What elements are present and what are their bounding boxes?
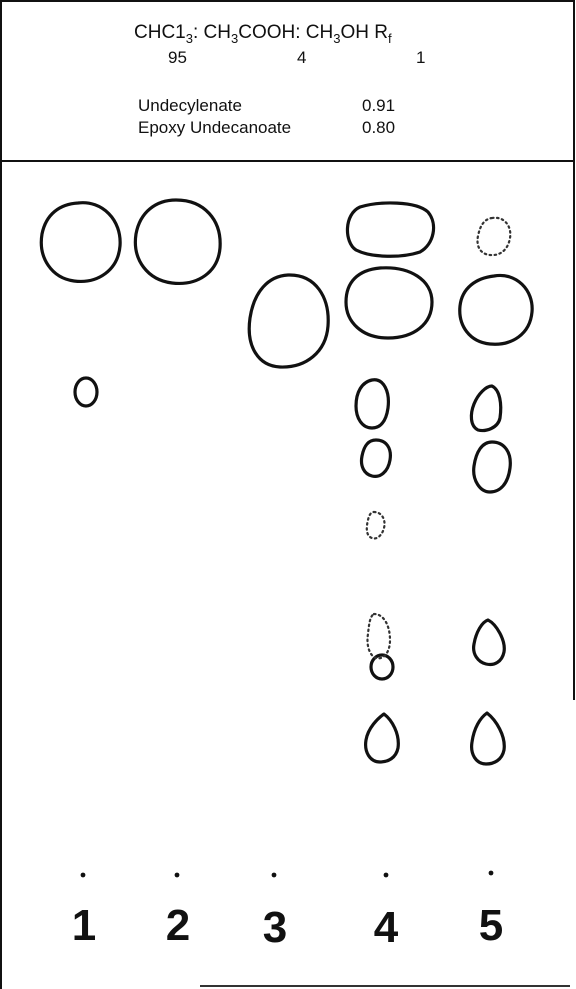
lane-number-3: 3 [263, 903, 287, 952]
lane-number-1: 1 [72, 901, 96, 950]
spot-lane5-1 [478, 218, 511, 255]
spot-lane4-5 [367, 512, 385, 539]
spot-lane4-6 [367, 614, 390, 658]
spot-lane5-4 [474, 442, 511, 492]
spot-lane5-6 [472, 713, 505, 764]
origin-dot-lane3 [272, 873, 277, 878]
spot-lane1-2 [75, 378, 97, 406]
spot-lane4-7 [371, 655, 393, 679]
spot-lane5-2 [460, 275, 532, 344]
lane-number-5: 5 [479, 901, 503, 950]
spot-lane4-1 [347, 203, 433, 256]
spot-lane4-4 [361, 440, 390, 476]
origin-dot-lane1 [81, 873, 86, 878]
spot-lane5-3 [471, 386, 500, 431]
spot-lane4-8 [366, 714, 399, 762]
origin-dot-lane5 [489, 871, 494, 876]
spot-lane5-5 [474, 620, 505, 665]
spot-lane2-1 [135, 200, 220, 283]
spot-lane1-1 [41, 203, 120, 282]
lane-number-2: 2 [166, 901, 190, 950]
spot-lane4-3 [356, 380, 388, 428]
origin-dot-lane2 [175, 873, 180, 878]
lane-number-4: 4 [374, 903, 399, 952]
origin-dot-lane4 [384, 873, 389, 878]
spot-lane4-2 [346, 268, 432, 338]
spot-lane3-1 [249, 275, 328, 367]
